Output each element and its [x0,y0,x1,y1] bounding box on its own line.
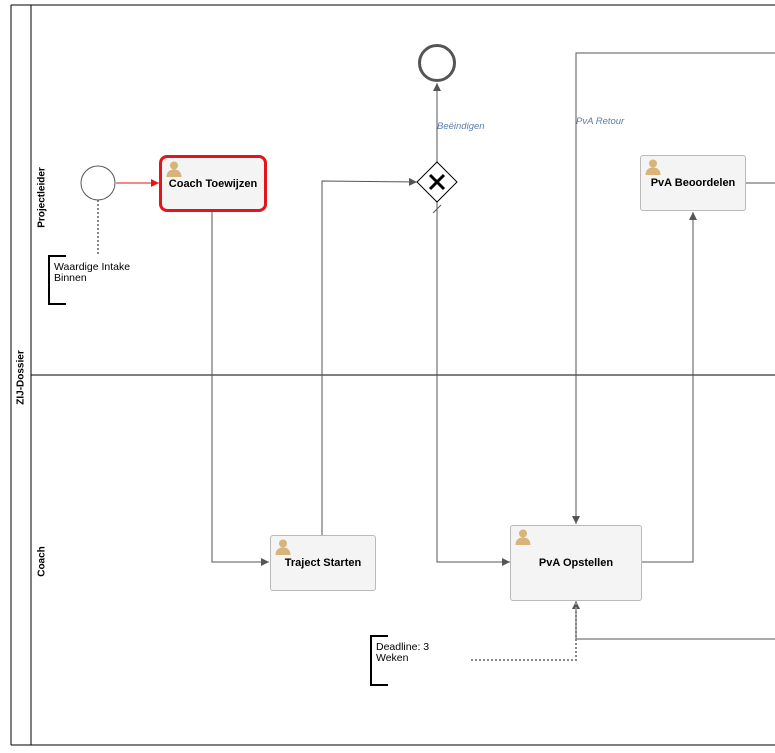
annotation-line: Deadline: 3 [376,641,430,653]
flow-pva-opstellen-to-pva-beoordelen[interactable] [642,212,697,563]
task-label: PvA Beoordelen [650,177,736,189]
pool [10,4,775,746]
lane-label-projectleider: Projectleider [36,167,48,228]
x-icon [428,173,446,191]
association-deadline [471,602,577,661]
task-pva-beoordelen[interactable]: PvA Beoordelen [640,155,746,211]
exclusive-gateway[interactable] [416,161,458,203]
annotation-line: Waardige Intake [54,261,131,273]
user-icon [515,529,531,545]
pool-label: ZIJ-Dossier [15,350,27,405]
user-icon [275,539,291,555]
flow-label-pva-retour: PvA Retour [576,116,625,127]
flow-incoming-to-pva-opstellen[interactable] [572,601,775,640]
task-label: PvA Opstellen [538,557,614,569]
task-pva-opstellen[interactable]: PvA Opstellen [510,525,642,601]
annotation-line: Weken [376,652,409,664]
task-label: Traject Starten [284,557,362,569]
flow-traject-starten-to-gateway[interactable] [321,177,418,535]
task-label: Coach Toewijzen [168,177,258,190]
user-icon [166,161,182,177]
annotation-deadline: Deadline: 3 Weken [376,642,429,664]
end-event[interactable] [418,44,456,82]
task-traject-starten[interactable]: Traject Starten [270,535,376,591]
default-flow-marker [432,204,442,214]
flow-coach-toewijzen-to-traject-starten[interactable] [211,211,269,566]
flow-label-beeindigen: Beëindigen [437,121,485,132]
annotation-line: Binnen [54,272,87,284]
start-event[interactable] [80,165,116,201]
flow-pva-retour[interactable] [572,52,775,524]
lane-label-coach: Coach [36,546,48,577]
task-coach-toewijzen[interactable]: Coach Toewijzen [159,155,267,212]
user-icon [645,159,661,175]
annotation-bracket-deadline [370,635,388,686]
annotation-intake: Waardige Intake Binnen [54,262,130,284]
annotation-bracket-intake [48,255,66,305]
flow-gateway-to-pva-opstellen[interactable] [436,202,510,566]
